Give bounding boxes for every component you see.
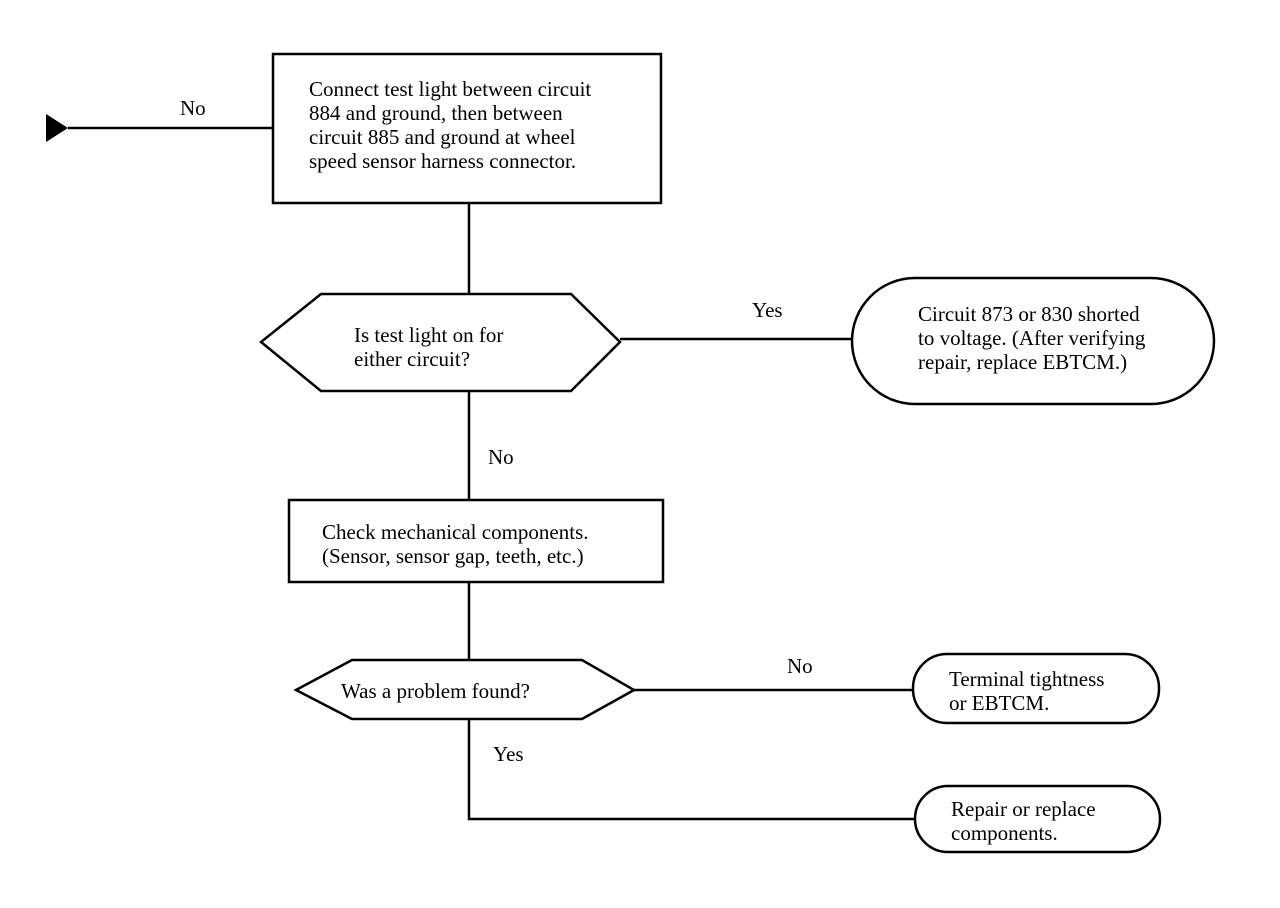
hex1-yes-label: Yes (752, 298, 783, 322)
circuit-shorted-terminal (850, 276, 1216, 406)
entry-no-label: No (180, 96, 206, 120)
connect-test-light-text: Connect test light between circuit 884 a… (309, 77, 592, 173)
is-test-light-on-hexagon (259, 292, 622, 393)
connector-hex2-yes (467, 719, 915, 821)
is-test-light-on-text: Is test light on for either circuit? (354, 323, 504, 371)
entry-arrowhead (46, 114, 68, 142)
check-mechanical-text: Check mechanical components. (Sensor, se… (322, 520, 589, 568)
terminal-tightness-text: Terminal tightness or EBTCM. (949, 667, 1105, 715)
hex1-no-label: No (488, 445, 514, 469)
circuit-shorted-text: Circuit 873 or 830 shorted to voltage. (… (918, 302, 1146, 374)
was-problem-found-hexagon (293, 658, 637, 721)
hex2-no-label: No (787, 654, 813, 678)
terminal-tightness-terminal (911, 652, 1161, 725)
was-problem-found-text: Was a problem found? (341, 679, 530, 703)
connect-test-light-box (271, 52, 663, 205)
check-mechanical-box (287, 498, 665, 584)
repair-replace-terminal (913, 784, 1162, 854)
repair-replace-text: Repair or replace components. (951, 797, 1096, 845)
hex2-yes-label: Yes (493, 742, 524, 766)
